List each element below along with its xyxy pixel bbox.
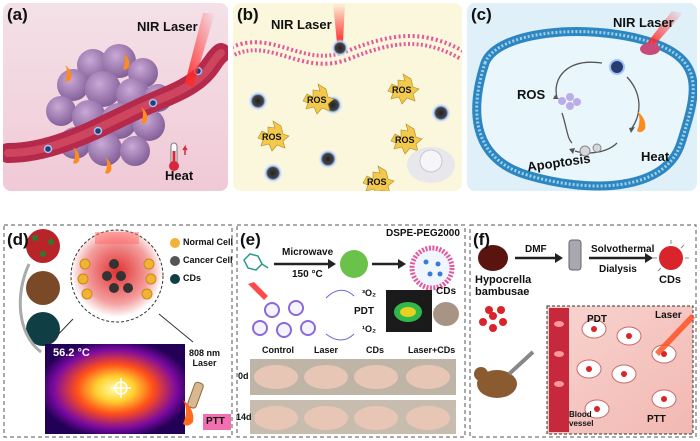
tumor-illustration bbox=[3, 3, 228, 191]
pdt-label-f: PDT bbox=[587, 314, 607, 325]
heat-label-a: Heat bbox=[165, 168, 194, 183]
ros-label-2: ROS bbox=[392, 85, 412, 95]
laser-beam bbox=[333, 3, 345, 43]
panel-b-label: (b) bbox=[237, 5, 259, 24]
panel-a-label: (a) bbox=[7, 5, 28, 24]
nanoparticles bbox=[248, 91, 451, 183]
crosshair-icon bbox=[111, 378, 131, 398]
panel-d-label: (d) bbox=[7, 230, 29, 249]
microwave-label: Microwave bbox=[282, 247, 334, 258]
row-14d: 14d bbox=[236, 412, 252, 422]
singlet-oxygen-label: ¹O₂ bbox=[362, 324, 376, 334]
col-laser: Laser bbox=[314, 345, 339, 355]
legend-cancer-cell: Cancer Cell bbox=[183, 255, 233, 265]
triplet-oxygen-label: ³O₂ bbox=[362, 288, 376, 298]
panel-d: (d) Normal Cell Cancer Cell CDs 56.2 °C … bbox=[3, 224, 233, 438]
blood-vessel-label: Blood vessel bbox=[569, 410, 594, 428]
flame-icons bbox=[65, 53, 148, 174]
precursor-molecule bbox=[243, 253, 269, 271]
nir-laser-label-b: NIR Laser bbox=[271, 17, 332, 32]
legend-normal-cell: Normal Cell bbox=[183, 237, 233, 247]
ros-illustration bbox=[233, 3, 462, 191]
mouse-icon bbox=[474, 367, 517, 398]
nir-laser-label-c: NIR Laser bbox=[613, 15, 674, 30]
ptt-illustration bbox=[3, 224, 233, 438]
laser-wavelength-label: 808 nm Laser bbox=[189, 348, 221, 368]
plant-photo bbox=[26, 229, 60, 263]
flame-icon bbox=[183, 400, 194, 426]
nanovesicles bbox=[252, 300, 316, 338]
ros-label-1: ROS bbox=[307, 95, 327, 105]
cycle-arrows bbox=[555, 61, 640, 154]
legend-cds: CDs bbox=[183, 273, 202, 283]
cds-label-e: CDs bbox=[436, 286, 457, 297]
synthesis-pdt-illustration bbox=[236, 224, 466, 438]
coated-cds bbox=[409, 245, 455, 291]
ptt-label: PTT bbox=[206, 416, 225, 427]
hypocrella-photo bbox=[478, 245, 508, 271]
laser-label-f: Laser bbox=[655, 310, 682, 321]
laser-pen-icon bbox=[187, 381, 204, 409]
ros-label-3: ROS bbox=[395, 135, 415, 145]
ros-cloud bbox=[558, 93, 581, 110]
ptt-tag bbox=[203, 414, 231, 430]
panel-a: (a) NIR Laser Heat bbox=[3, 3, 228, 191]
col-control: Control bbox=[262, 345, 294, 355]
hypocrella-label: Hypocrella bambusae bbox=[475, 274, 532, 298]
powder-photo bbox=[26, 271, 60, 305]
cds-label-f: CDs bbox=[659, 274, 682, 286]
cds-sphere bbox=[340, 250, 368, 278]
cds-particle bbox=[659, 246, 683, 270]
heat-label-c: Heat bbox=[641, 149, 670, 164]
panel-f-label: (f) bbox=[473, 230, 490, 249]
dmf-label: DMF bbox=[525, 244, 547, 255]
temperature-readout: 56.2 °C bbox=[53, 347, 90, 359]
ros-label-5: ROS bbox=[367, 177, 387, 187]
dialysis-label: Dialysis bbox=[599, 264, 637, 275]
row-0d: 0d bbox=[238, 371, 249, 381]
col-laser-cds: Laser+CDs bbox=[408, 345, 456, 355]
autoclave-photo bbox=[568, 239, 582, 271]
apoptosis-illustration bbox=[467, 3, 697, 191]
panel-e-label: (e) bbox=[240, 230, 261, 249]
ros-label-c: ROS bbox=[517, 87, 546, 102]
laser-beam bbox=[248, 282, 268, 300]
cell-nucleus-illustration bbox=[407, 147, 455, 183]
col-cds: CDs bbox=[366, 345, 385, 355]
thermometer-icon bbox=[169, 142, 179, 171]
flame-icon bbox=[637, 111, 646, 133]
laser-beam bbox=[647, 11, 683, 47]
laser-beam bbox=[655, 314, 695, 356]
temperature-label-e: 150 °C bbox=[292, 269, 323, 280]
laser-beam bbox=[185, 13, 215, 87]
panel-c: (c) NIR Laser ROS Apoptosis Heat bbox=[467, 3, 697, 191]
solution-photo bbox=[26, 312, 60, 346]
ros-stars bbox=[257, 73, 423, 191]
panel-e: (e) Microwave 150 °C DSPE-PEG2000 CDs ³O… bbox=[236, 224, 466, 438]
pdt-label-e: PDT bbox=[354, 306, 374, 317]
blood-vessel bbox=[549, 308, 569, 432]
syringe-icon bbox=[507, 350, 535, 376]
cds-cluster bbox=[479, 306, 507, 332]
dspe-peg-label: DSPE-PEG2000 bbox=[386, 228, 460, 239]
nir-laser-label-a: NIR Laser bbox=[137, 19, 198, 34]
panel-f: (f) DMF Solvothermal Dialysis Hypocrella… bbox=[469, 224, 697, 438]
panel-b: (b) NIR Laser ROS ROS ROS ROS ROS bbox=[233, 3, 462, 191]
solvothermal-label: Solvothermal bbox=[591, 244, 655, 255]
ros-label-4: ROS bbox=[262, 132, 282, 142]
panel-c-label: (c) bbox=[471, 5, 492, 24]
ptt-label-f: PTT bbox=[647, 414, 666, 425]
biosource-illustration bbox=[469, 224, 697, 438]
legend-swatches bbox=[170, 238, 180, 284]
apoptotic-bodies bbox=[579, 143, 602, 157]
mice-photo-grid bbox=[250, 359, 456, 434]
